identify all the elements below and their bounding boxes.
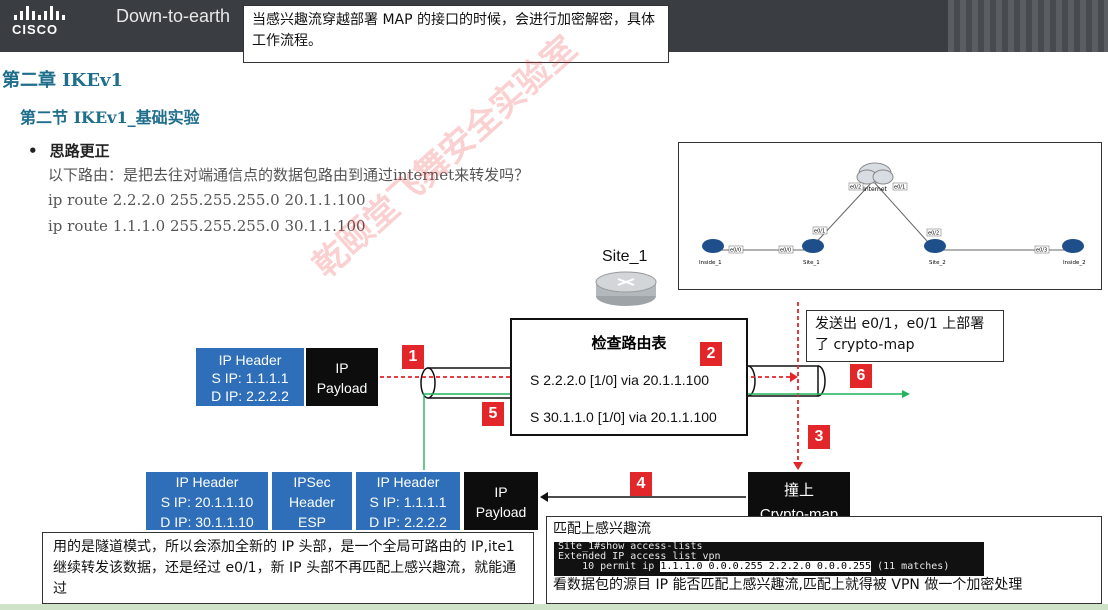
- bullet-heading-text: 思路更正: [49, 142, 110, 160]
- callout-top-text: 当感兴趣流穿越部署 MAP 的接口的时候，会进行加密解密，具体工作流程。: [252, 12, 655, 49]
- cloud-icon: [856, 162, 894, 185]
- step-marker-3: 3: [808, 425, 830, 449]
- step-marker-4: 4: [630, 472, 652, 496]
- cisco-logo: CISCO: [12, 6, 72, 37]
- payload-line: Payload: [316, 380, 368, 396]
- route-command: ip route 1.1.1.0 255.255.255.0 30.1.1.10…: [48, 217, 366, 235]
- banner-title: Down-to-earth: [116, 6, 231, 26]
- payload-line: IP: [494, 484, 508, 500]
- body-line: 以下路由：是把去往对端通信点的数据包路由到通过internet来转发吗？: [48, 166, 530, 184]
- step-marker-1: 1: [402, 345, 424, 369]
- encap-payload: IP Payload: [464, 472, 538, 530]
- terminal-line: Site_1#show access-lists: [558, 542, 703, 552]
- source-ip: S IP: 20.1.1.10: [160, 494, 254, 510]
- route-table-title: 检查路由表: [591, 334, 667, 352]
- callout-title: 匹配上感兴趣流: [553, 521, 651, 537]
- step-marker-2: 2: [700, 342, 722, 366]
- logo-text: CISCO: [12, 22, 59, 37]
- terminal-text: 10 permit ip: [558, 561, 661, 572]
- callout-top: 当感兴趣流穿越部署 MAP 的接口的时候，会进行加密解密，具体工作流程。: [243, 5, 669, 63]
- port-label: e0/2: [928, 231, 939, 237]
- node-label: Inside_2: [1063, 260, 1086, 266]
- tunnel-pipe-right: [740, 365, 826, 397]
- terminal-line: 10 permit ip 1.1.1.0 0.0.0.255 2.2.2.0 0…: [558, 561, 980, 572]
- section-title: 第二节 IKEv1_基础实验: [20, 108, 200, 127]
- bullet-heading: • 思路更正: [28, 140, 110, 161]
- terminal-output: Site_1#show access-lists Extended IP acc…: [554, 542, 984, 576]
- crypto-map-block: 撞上 Crypto-map: [748, 472, 850, 523]
- step-marker-6: 6: [850, 364, 872, 388]
- bottom-bar: [0, 604, 1108, 610]
- source-ip: S IP: 1.1.1.1: [211, 370, 289, 386]
- callout-send-text: 发送出 e0/1，e0/1 上部署了 crypto-map: [815, 316, 985, 353]
- callout-bottom-left-text: 用的是隧道模式，所以会添加全新的 IP 头部，是一个全局可路由的 IP,ite1…: [53, 539, 517, 597]
- router-icon: [924, 239, 946, 253]
- payload-line: IP: [335, 360, 349, 376]
- topology-svg: Internet Inside_1 Site_1 Site_2 Inside_2…: [699, 162, 1086, 266]
- acl-match-highlight: 1.1.1.0 0.0.0.255 2.2.2.0 0.0.0.255: [660, 561, 872, 572]
- dest-ip: D IP: 2.2.2.2: [211, 388, 289, 404]
- route-entry: S 30.1.1.0 [1/0] via 20.1.1.100: [530, 409, 717, 425]
- bullet-marker: •: [28, 142, 38, 160]
- step-marker-5: 5: [482, 402, 504, 426]
- left-ip-header: IP Header S IP: 1.1.1.1 D IP: 2.2.2.2: [196, 348, 304, 406]
- ipsec-line: ESP: [297, 514, 326, 530]
- site-label: Site_1: [602, 248, 648, 265]
- port-label: e0/0: [780, 248, 791, 254]
- router-icon: [1062, 239, 1084, 253]
- port-label: e0/1: [814, 229, 825, 235]
- route-table-box: 检查路由表 S 2.2.2.0 [1/0] via 20.1.1.100 S 3…: [510, 318, 748, 436]
- port-label: e0/3: [1036, 248, 1047, 254]
- header-title: IP Header: [218, 352, 282, 368]
- source-ip: S IP: 1.1.1.1: [369, 494, 447, 510]
- node-label: Site_1: [803, 260, 820, 266]
- orig-ip-header: IP Header S IP: 1.1.1.1 D IP: 2.2.2.2: [356, 472, 460, 530]
- port-label: e0/0: [730, 248, 741, 254]
- left-payload: IP Payload: [306, 348, 378, 406]
- terminal-text: (11 matches): [871, 561, 950, 572]
- callout-bottom-left: 用的是隧道模式，所以会添加全新的 IP 头部，是一个全局可路由的 IP,ite1…: [42, 532, 534, 604]
- topology-diagram: Internet Inside_1 Site_1 Site_2 Inside_2…: [678, 142, 1102, 290]
- cloud-label: Internet: [863, 186, 887, 193]
- ipsec-line: Header: [289, 494, 335, 510]
- callout-send: 发送出 e0/1，e0/1 上部署了 crypto-map: [806, 310, 1004, 362]
- dest-ip: D IP: 30.1.1.10: [160, 514, 254, 530]
- payload-line: Payload: [475, 504, 527, 520]
- node-label: Site_2: [929, 260, 946, 266]
- callout-bottom-right-text: 看数据包的源目 IP 能否匹配上感兴趣流,匹配上就得被 VPN 做一个加密处理: [553, 577, 1023, 593]
- router-icon: [802, 239, 824, 253]
- port-label: e0/1: [894, 185, 905, 191]
- route-entry: S 2.2.2.0 [1/0] via 20.1.1.100: [530, 372, 710, 388]
- router-icon: [595, 271, 657, 306]
- chapter-title: 第二章 IKEv1: [2, 70, 124, 91]
- port-label: e0/2: [850, 185, 861, 191]
- header-title: IP Header: [376, 474, 440, 490]
- header-title: IP Header: [175, 474, 239, 490]
- route-command: ip route 2.2.2.0 255.255.255.0 20.1.1.10…: [48, 191, 366, 209]
- terminal-line: Extended IP access list vpn: [558, 551, 721, 562]
- router-icon: [702, 239, 724, 253]
- crypto-line: 撞上: [783, 482, 814, 499]
- ipsec-line: IPSec: [293, 474, 331, 490]
- dest-ip: D IP: 2.2.2.2: [369, 514, 447, 530]
- new-ip-header: IP Header S IP: 20.1.1.10 D IP: 30.1.1.1…: [146, 472, 268, 530]
- node-label: Inside_1: [699, 260, 722, 266]
- ipsec-header: IPSec Header ESP: [272, 472, 352, 530]
- banner-decoration: [948, 0, 1108, 52]
